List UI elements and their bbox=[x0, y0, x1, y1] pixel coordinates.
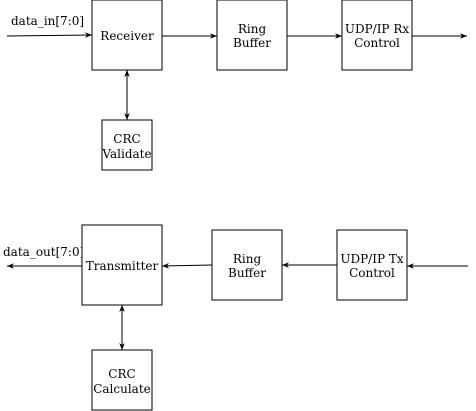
rx-ring-buffer-block bbox=[216, 0, 288, 71]
crc-validate-block bbox=[101, 119, 153, 171]
tx-control-label-line1: UDP/IP Tx bbox=[340, 252, 403, 266]
crc-validate-label-line1: CRC bbox=[113, 132, 140, 146]
transmitter-block bbox=[81, 224, 163, 306]
crc-validate-label-line2: Validate bbox=[101, 147, 151, 161]
rx-control-block bbox=[341, 0, 413, 71]
tx-control-block bbox=[336, 229, 408, 301]
tx-ring-buffer-label-line1: Ring bbox=[233, 252, 262, 266]
transmitter-label: Transmitter bbox=[86, 259, 159, 273]
crc-calculate-label-line2: Calculate bbox=[93, 382, 151, 396]
tx-ring-buffer-block bbox=[211, 229, 283, 301]
rx-ring-buffer-label-line2: Buffer bbox=[233, 36, 271, 50]
data-in-label: data_in[7:0] bbox=[11, 14, 84, 28]
rx-ring-buffer-label-line1: Ring bbox=[238, 22, 267, 36]
tx-ring-buffer-label-line2: Buffer bbox=[228, 266, 266, 280]
tx-control-label-line2: Control bbox=[349, 266, 395, 280]
crc-calculate-label-line1: CRC bbox=[108, 367, 135, 381]
receiver-block bbox=[91, 0, 163, 71]
data-out-label: data_out[7:0] bbox=[3, 245, 84, 259]
rx-control-label-line1: UDP/IP Rx bbox=[345, 22, 410, 36]
data-in-arrow bbox=[6, 32, 93, 38]
crc-calculate-block bbox=[91, 349, 153, 411]
receiver-label: Receiver bbox=[100, 29, 154, 43]
ringbuffer-to-transmitter-arrow bbox=[161, 263, 213, 269]
rx-control-label-line2: Control bbox=[354, 36, 400, 50]
